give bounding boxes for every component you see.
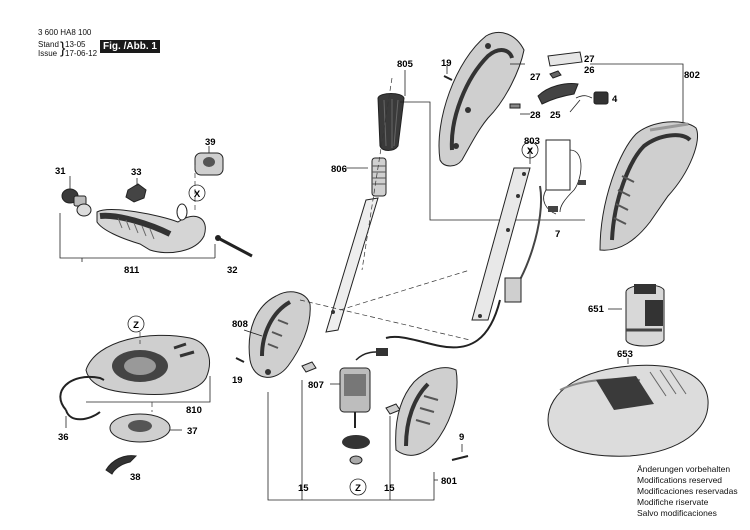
detail-marker-x1: X bbox=[194, 189, 201, 200]
callout-4: 4 bbox=[612, 94, 618, 105]
part-808-housing-half bbox=[248, 291, 311, 378]
part-28-spring bbox=[509, 103, 530, 115]
header-brace: } bbox=[60, 40, 66, 57]
callout-38: 38 bbox=[130, 472, 141, 483]
part-801-housing bbox=[395, 367, 458, 456]
part-38-blade bbox=[105, 455, 138, 475]
callout-33: 33 bbox=[131, 167, 142, 178]
callout-25: 25 bbox=[550, 110, 561, 121]
callout-801: 801 bbox=[441, 476, 458, 487]
part-4-connector bbox=[575, 91, 609, 105]
part-25-trigger bbox=[537, 83, 579, 105]
note-es: Modificaciones reservadas bbox=[637, 486, 738, 496]
callout-36: 36 bbox=[58, 432, 69, 443]
callout-15-right: 15 bbox=[384, 483, 395, 494]
callout-27-top: 27 bbox=[584, 54, 595, 65]
part-807-motor bbox=[339, 348, 388, 428]
callout-15-left: 15 bbox=[298, 483, 309, 494]
callout-653: 653 bbox=[617, 349, 633, 360]
callout-7: 7 bbox=[555, 229, 560, 240]
part-upper-housing bbox=[438, 32, 525, 167]
issue-value: 17-06-12 bbox=[65, 49, 98, 58]
callout-28: 28 bbox=[530, 110, 541, 121]
part-knob-ring bbox=[76, 203, 92, 217]
callout-803: 803 bbox=[524, 136, 540, 147]
callout-27-left: 27 bbox=[530, 72, 541, 83]
callout-651: 651 bbox=[588, 304, 605, 315]
callout-810: 810 bbox=[186, 405, 202, 416]
note-it: Modifiche riservate bbox=[637, 497, 709, 507]
issue-label: Issue bbox=[38, 49, 58, 58]
part-clip-left bbox=[301, 361, 317, 373]
notes-block: Änderungen vorbehalten Modifications res… bbox=[637, 464, 738, 519]
callout-802: 802 bbox=[684, 70, 700, 81]
part-guard-810 bbox=[85, 334, 210, 395]
part-802-rear-housing bbox=[599, 121, 698, 251]
callout-19-bottom: 19 bbox=[232, 375, 243, 386]
part-lower-shaft-tube bbox=[385, 167, 542, 349]
callout-19-top: 19 bbox=[441, 58, 452, 69]
callout-807: 807 bbox=[308, 380, 324, 391]
part-spool-disc bbox=[342, 435, 370, 465]
figure-label: Fig. /Abb. 1 bbox=[100, 40, 160, 53]
part-651-battery bbox=[625, 284, 665, 347]
callout-808: 808 bbox=[232, 319, 248, 330]
callout-32: 32 bbox=[227, 265, 238, 276]
callout-805: 805 bbox=[397, 59, 414, 70]
callout-31: 31 bbox=[55, 166, 66, 177]
callout-811: 811 bbox=[124, 265, 140, 276]
part-33-wing-nut bbox=[125, 178, 147, 203]
note-de: Änderungen vorbehalten bbox=[637, 464, 731, 474]
part-805-grip bbox=[377, 93, 405, 151]
part-806-upper-shaft bbox=[325, 157, 387, 333]
stand-label: Stand bbox=[38, 40, 59, 49]
part-19b-screw bbox=[235, 357, 245, 363]
part-39-clamp bbox=[194, 146, 224, 176]
callout-26: 26 bbox=[584, 65, 595, 76]
callout-9: 9 bbox=[459, 432, 464, 443]
callout-37: 37 bbox=[187, 426, 198, 437]
part-9-screw bbox=[451, 444, 469, 461]
detail-marker-z2: Z bbox=[355, 483, 361, 494]
detail-marker-x2: X bbox=[527, 146, 534, 157]
part-653-charger bbox=[547, 364, 709, 457]
part-803-cable-harness bbox=[543, 99, 586, 215]
part-31-knob bbox=[61, 176, 87, 207]
part-26-slide bbox=[547, 51, 583, 67]
part-number: 3 600 HA8 100 bbox=[38, 28, 92, 37]
callout-39: 39 bbox=[205, 137, 216, 148]
stand-value: 13-05 bbox=[65, 40, 86, 49]
note-pt: Salvo modificaciones bbox=[637, 508, 717, 518]
detail-marker-z1: Z bbox=[133, 320, 139, 331]
callout-806: 806 bbox=[331, 164, 347, 175]
part-36-edge-guide bbox=[59, 375, 105, 428]
note-en: Modifications reserved bbox=[637, 475, 723, 485]
part-32-bolt bbox=[215, 235, 253, 258]
part-clip-right bbox=[385, 403, 401, 415]
part-811-handle bbox=[96, 203, 206, 254]
part-19-screw bbox=[443, 64, 453, 81]
part-37-spool-cover bbox=[109, 413, 182, 443]
